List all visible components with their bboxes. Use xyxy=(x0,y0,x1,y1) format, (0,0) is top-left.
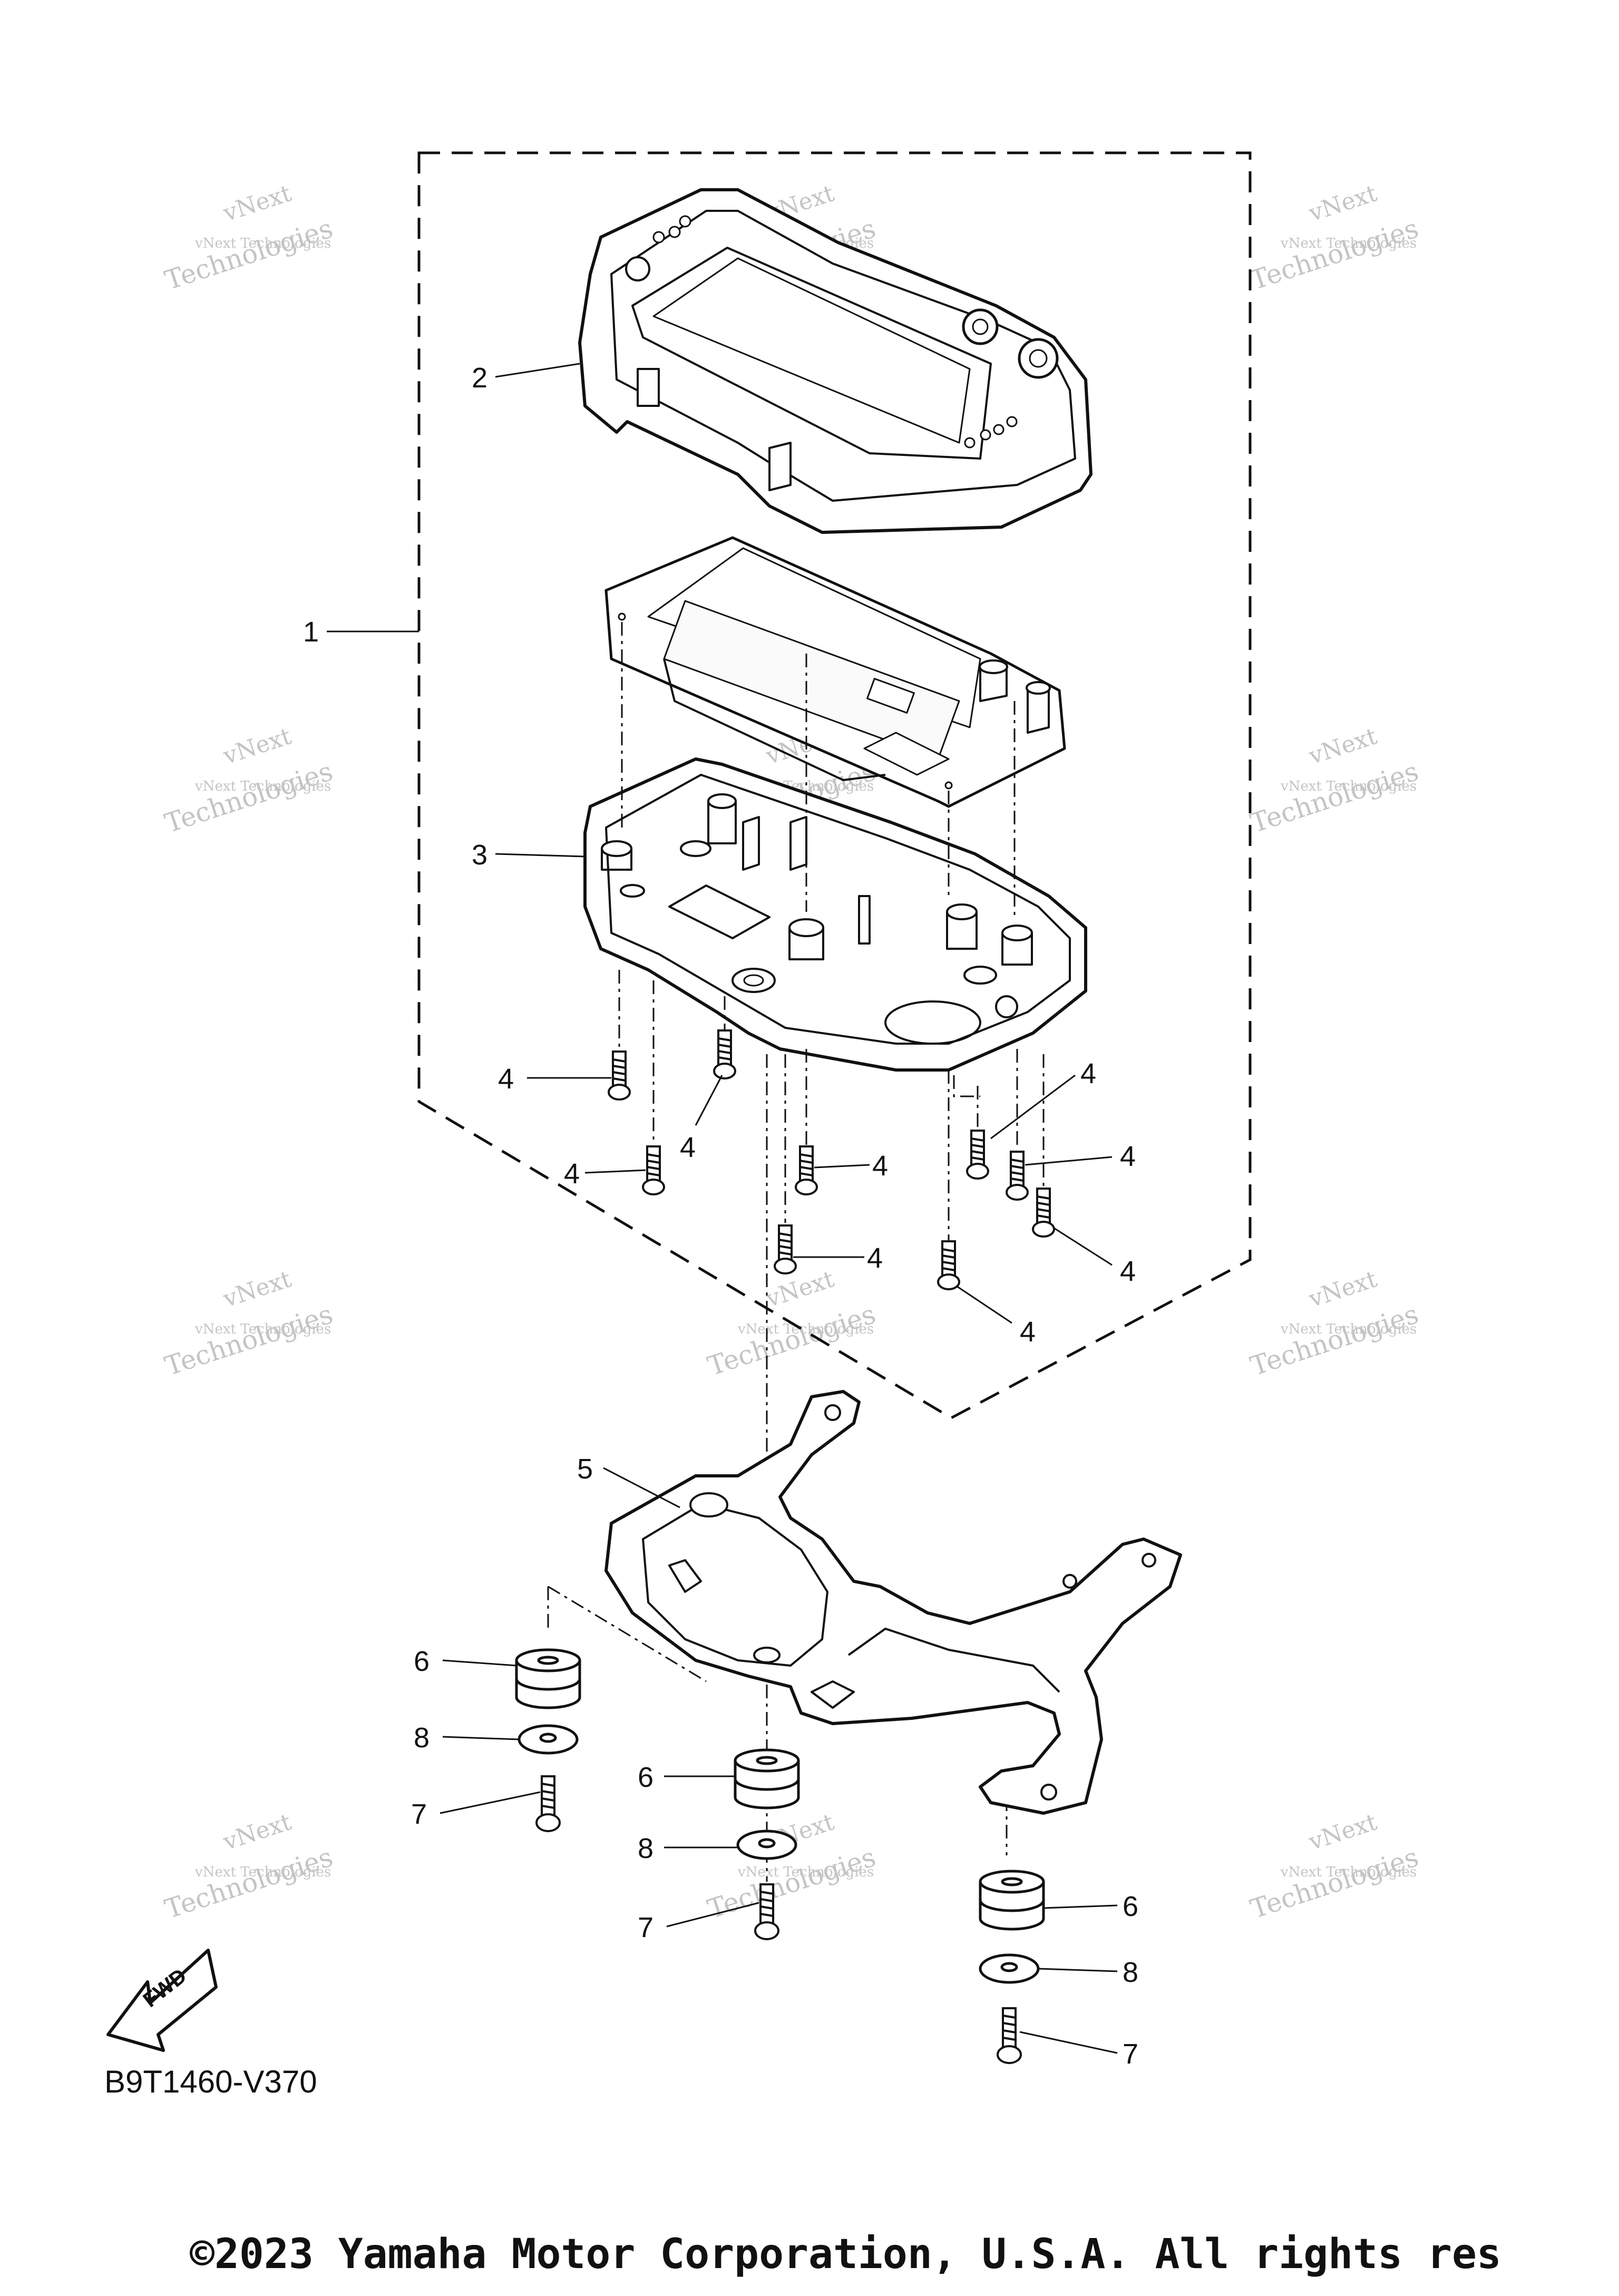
svg-text:Technologies: Technologies xyxy=(161,213,337,296)
svg-text:Technologies: Technologies xyxy=(161,756,337,839)
meter-bracket xyxy=(604,1390,1182,1815)
grommets-part-6 xyxy=(515,1648,1045,1931)
screw xyxy=(642,1145,665,1195)
screw xyxy=(997,2007,1022,2064)
svg-text:vNext Technologies: vNext Technologies xyxy=(1280,1321,1417,1337)
screw xyxy=(795,1145,818,1195)
svg-text:vNext Technologies: vNext Technologies xyxy=(737,1321,874,1337)
svg-text:Technologies: Technologies xyxy=(161,1842,337,1924)
screw xyxy=(937,1240,960,1290)
callout-3: 3 xyxy=(472,839,487,871)
callout-4: 4 xyxy=(564,1158,580,1190)
callout-4: 4 xyxy=(1020,1316,1036,1348)
screws-part-4 xyxy=(608,1029,1055,1290)
meter-cover xyxy=(578,188,1093,534)
callout-4: 4 xyxy=(680,1132,696,1163)
callout-1: 1 xyxy=(303,616,319,648)
callout-4: 4 xyxy=(498,1063,514,1095)
washer xyxy=(979,1953,1040,1984)
callout-5: 5 xyxy=(577,1453,593,1485)
callout-6: 6 xyxy=(638,1762,654,1793)
svg-text:Technologies: Technologies xyxy=(161,1299,337,1382)
washer xyxy=(736,1830,797,1860)
copyright-notice: ©2023 Yamaha Motor Corporation, U.S.A. A… xyxy=(190,2231,1501,2278)
svg-text:vNext: vNext xyxy=(1305,723,1380,770)
watermark: vNext vNext Technologies Technologies xyxy=(1247,723,1422,839)
svg-text:vNext Technologies: vNext Technologies xyxy=(737,1864,874,1880)
svg-text:Technologies: Technologies xyxy=(704,1299,880,1382)
callout-4: 4 xyxy=(1120,1141,1136,1172)
leader-lines xyxy=(327,363,1118,2054)
screw xyxy=(1032,1188,1055,1238)
watermark: vNext vNext Technologies Technologies xyxy=(1247,1808,1422,1924)
svg-text:vNext Technologies: vNext Technologies xyxy=(194,1321,331,1337)
svg-text:Technologies: Technologies xyxy=(1247,1299,1422,1382)
figure-code: B9T1460-V370 xyxy=(104,2064,317,2099)
callout-4: 4 xyxy=(867,1242,883,1274)
svg-text:vNext: vNext xyxy=(1305,1266,1380,1313)
screw xyxy=(535,1775,561,1832)
callouts: 1 2 3 4 4 4 4 4 4 4 4 4 4 5 6 6 6 7 7 7 … xyxy=(303,362,1138,2070)
screw xyxy=(754,1883,779,1940)
callout-6: 6 xyxy=(414,1646,430,1677)
assembly-boundary-dashed xyxy=(417,151,1252,1419)
watermark: vNext vNext Technologies Technologies xyxy=(161,1266,337,1382)
callout-8: 8 xyxy=(414,1722,430,1754)
svg-text:vNext Technologies: vNext Technologies xyxy=(194,236,331,251)
callout-7: 7 xyxy=(638,1912,654,1943)
svg-text:vNext: vNext xyxy=(1305,1808,1380,1856)
washers-part-8 xyxy=(518,1724,1040,1984)
grommet xyxy=(515,1648,581,1709)
screw xyxy=(966,1130,989,1180)
svg-text:vNext: vNext xyxy=(220,1808,295,1856)
screw xyxy=(1006,1151,1029,1201)
svg-text:Technologies: Technologies xyxy=(704,1842,880,1924)
watermark: vNext vNext Technologies Technologies xyxy=(161,723,337,839)
callout-8: 8 xyxy=(1123,1957,1138,1988)
washer xyxy=(518,1724,579,1755)
callout-7: 7 xyxy=(411,1798,427,1830)
svg-text:Technologies: Technologies xyxy=(1247,213,1422,296)
callout-4: 4 xyxy=(1080,1058,1096,1089)
callout-4: 4 xyxy=(872,1150,888,1182)
svg-text:vNext: vNext xyxy=(1305,180,1380,227)
watermark: vNext vNext Technologies Technologies xyxy=(1247,180,1422,296)
watermark: vNext vNext Technologies Technologies xyxy=(704,1808,880,1924)
callout-8: 8 xyxy=(638,1833,654,1864)
callout-2: 2 xyxy=(472,362,487,394)
callout-7: 7 xyxy=(1123,2038,1138,2070)
watermark: vNext vNext Technologies Technologies xyxy=(1247,1266,1422,1382)
watermark: vNext vNext Technologies Technologies xyxy=(161,1808,337,1924)
svg-text:vNext Technologies: vNext Technologies xyxy=(1280,779,1417,794)
svg-text:vNext Technologies: vNext Technologies xyxy=(1280,236,1417,251)
meter-case xyxy=(583,757,1087,1072)
svg-text:vNext: vNext xyxy=(220,180,295,227)
callout-4: 4 xyxy=(1120,1256,1136,1287)
svg-text:vNext: vNext xyxy=(220,723,295,770)
screw xyxy=(713,1029,736,1079)
fwd-arrow-icon: FWD xyxy=(106,1949,218,2052)
screw xyxy=(774,1224,797,1275)
svg-text:Technologies: Technologies xyxy=(1247,756,1422,839)
lcd-display-unit xyxy=(604,536,1066,808)
svg-text:vNext: vNext xyxy=(220,1266,295,1313)
screws-part-7 xyxy=(535,1775,1022,2064)
svg-text:vNext Technologies: vNext Technologies xyxy=(1280,1864,1417,1880)
screw xyxy=(608,1050,631,1101)
watermark: vNext vNext Technologies Technologies xyxy=(161,180,337,296)
callout-6: 6 xyxy=(1123,1891,1138,1922)
svg-text:vNext Technologies: vNext Technologies xyxy=(194,1864,331,1880)
grommet xyxy=(979,1870,1045,1931)
svg-text:Technologies: Technologies xyxy=(1247,1842,1422,1924)
svg-text:vNext: vNext xyxy=(763,1266,837,1313)
grommet xyxy=(734,1748,800,1809)
svg-text:vNext Technologies: vNext Technologies xyxy=(194,779,331,794)
